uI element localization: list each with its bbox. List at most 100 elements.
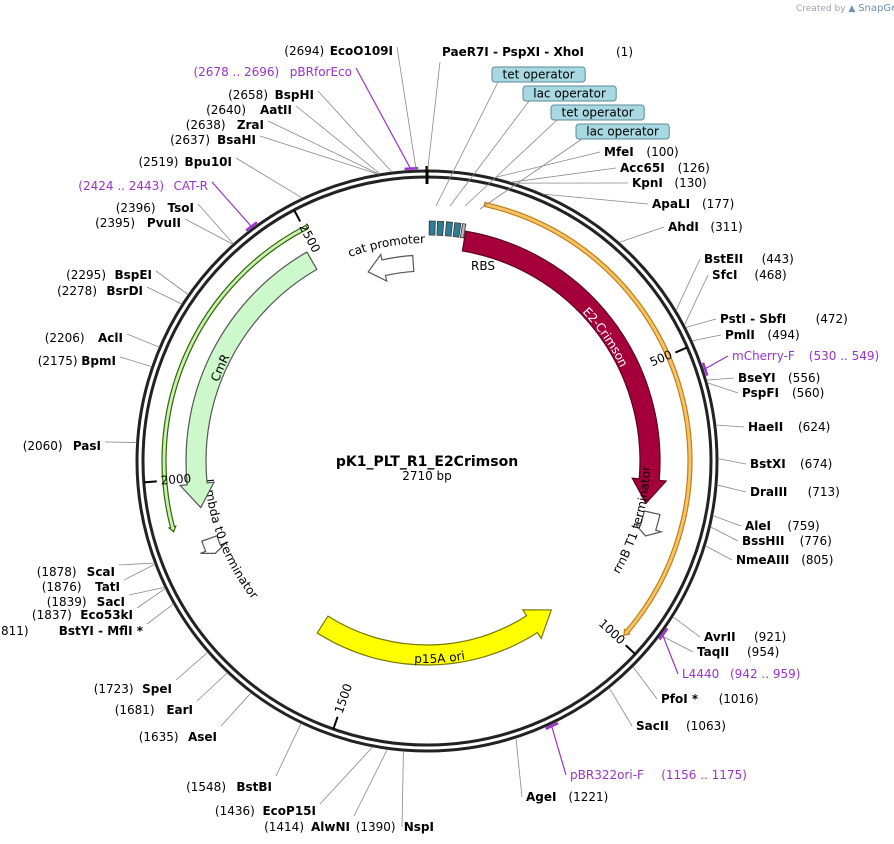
restriction-site[interactable]: AseI(1635) bbox=[139, 692, 252, 744]
restriction-site[interactable]: EcoO109I(2694) bbox=[284, 44, 417, 171]
site-name: EarI bbox=[166, 703, 193, 717]
restriction-site[interactable]: Bpu10I(2519) bbox=[138, 155, 303, 199]
feature-arrow bbox=[633, 510, 664, 537]
site-position: (759) bbox=[787, 519, 819, 533]
restriction-site[interactable]: BstXI(674) bbox=[717, 457, 832, 471]
restriction-site[interactable]: BstYI - MflI *(1811) bbox=[0, 603, 174, 638]
site-position: (942 .. 959) bbox=[730, 667, 800, 681]
tick-mark bbox=[332, 716, 339, 730]
brand-name: SnapGene bbox=[858, 3, 894, 14]
restriction-site[interactable]: BstEII(443) bbox=[675, 252, 794, 311]
restriction-site[interactable]: Eco53kI(1837) bbox=[32, 588, 166, 622]
site-position: (2519) bbox=[138, 155, 178, 169]
operator-leader bbox=[464, 119, 558, 207]
site-leader bbox=[119, 356, 152, 367]
restriction-site[interactable]: KpnI(130) bbox=[513, 176, 707, 190]
site-leader bbox=[685, 318, 717, 328]
feature-cat: cat promoter bbox=[346, 231, 425, 283]
restriction-site[interactable]: SacII(1063) bbox=[608, 687, 726, 733]
site-leader bbox=[146, 286, 183, 305]
restriction-site[interactable]: BseYI(556) bbox=[706, 371, 821, 385]
site-leader bbox=[672, 616, 701, 638]
site-position: (1839) bbox=[47, 595, 87, 609]
site-leader bbox=[510, 167, 617, 183]
restriction-site[interactable]: NspI(1390) bbox=[356, 751, 434, 834]
restriction-site[interactable]: PspFI(560) bbox=[707, 382, 824, 400]
site-name: NmeAIII bbox=[736, 553, 789, 567]
operator-box bbox=[444, 221, 453, 237]
restriction-site[interactable]: EarI(1681) bbox=[115, 672, 228, 717]
site-name: PaeR7I - PspXI - XhoI bbox=[442, 45, 584, 59]
site-leader bbox=[712, 515, 742, 527]
site-leader bbox=[211, 181, 254, 229]
restriction-site-top[interactable]: PaeR7I - PspXI - XhoI(1) bbox=[427, 45, 633, 171]
site-name: BstBI bbox=[236, 780, 272, 794]
site-leader bbox=[632, 666, 658, 700]
site-leader bbox=[118, 562, 155, 566]
site-leader bbox=[691, 334, 722, 342]
operator-label-box bbox=[575, 123, 670, 140]
primer-site[interactable]: CAT-R(2424 .. 2443) bbox=[78, 179, 258, 232]
site-position: (311) bbox=[710, 220, 742, 234]
site-labels: MfeI(100)Acc65I(126)KpnI(130) ApaLI(177) A… bbox=[0, 44, 879, 834]
restriction-site[interactable]: TaqII(954) bbox=[660, 634, 779, 659]
site-position: (1221) bbox=[568, 790, 608, 804]
operator-label: lac operator bbox=[586, 125, 659, 139]
restriction-site[interactable]: AleI(759) bbox=[712, 515, 820, 533]
restriction-site[interactable]: PasI(2060) bbox=[23, 439, 137, 453]
site-leader bbox=[717, 458, 747, 465]
site-position: (2424 .. 2443) bbox=[78, 179, 164, 193]
site-position: (1811) bbox=[0, 624, 29, 638]
site-name: TaqII bbox=[697, 645, 729, 659]
restriction-site[interactable]: ApaLI(177) bbox=[543, 193, 734, 211]
restriction-site[interactable]: PmlI(494) bbox=[691, 328, 800, 342]
site-name: HaeII bbox=[748, 420, 783, 434]
primer-site[interactable]: mCherry-F(530 .. 549) bbox=[701, 349, 879, 377]
feature-lambda: lambda t0 terminator bbox=[200, 478, 261, 601]
restriction-site[interactable]: AlwNI(1414) bbox=[264, 749, 388, 834]
primer-mark bbox=[658, 627, 669, 641]
restriction-site[interactable]: NmeAIII(805) bbox=[705, 545, 833, 567]
site-position: (2640) bbox=[206, 103, 246, 117]
restriction-site[interactable]: AatII(2640) bbox=[206, 103, 381, 175]
restriction-site[interactable]: PstI - SbfI(472) bbox=[685, 312, 848, 328]
site-leader bbox=[675, 258, 701, 311]
restriction-site[interactable]: BstBI(1548) bbox=[186, 723, 302, 794]
restriction-site[interactable]: AvrII(921) bbox=[672, 616, 786, 644]
site-leader bbox=[705, 545, 733, 561]
restriction-site[interactable]: AgeI(1221) bbox=[515, 738, 608, 804]
restriction-site[interactable]: BspHI(2658) bbox=[228, 88, 393, 173]
site-name: L4440 bbox=[682, 667, 719, 681]
restriction-site[interactable]: EcoP15I(1436) bbox=[215, 746, 373, 818]
restriction-site[interactable]: BsaHI(2637) bbox=[170, 133, 379, 175]
restriction-site[interactable]: AhdI(311) bbox=[618, 220, 743, 243]
restriction-site[interactable]: MfeI(100) bbox=[493, 145, 679, 179]
restriction-site[interactable]: AclI(2206) bbox=[45, 331, 160, 348]
primer-site[interactable]: L4440 (942 .. 959) bbox=[658, 627, 800, 681]
restriction-site[interactable]: SpeI(1723) bbox=[94, 652, 209, 696]
restriction-site[interactable]: PvuII(2395) bbox=[95, 216, 234, 245]
restriction-site[interactable]: Acc65I(126) bbox=[510, 161, 710, 183]
restriction-site[interactable]: HaeII(624) bbox=[715, 420, 831, 434]
restriction-site[interactable]: BpmI(2175) bbox=[38, 354, 152, 368]
primer-site[interactable]: pBR322ori-F(1156 .. 1175) bbox=[545, 721, 747, 782]
restriction-site[interactable]: DraIII(713) bbox=[716, 484, 840, 499]
restriction-site[interactable]: PfoI *(1016) bbox=[632, 666, 759, 706]
site-leader bbox=[353, 749, 388, 817]
restriction-site[interactable]: TsoI(2396) bbox=[116, 201, 234, 245]
restriction-site[interactable]: TatI(1876) bbox=[42, 563, 156, 594]
site-name: TsoI bbox=[168, 201, 194, 215]
restriction-site[interactable]: ZraI(2638) bbox=[186, 118, 379, 175]
restriction-site[interactable]: SacI(1839) bbox=[47, 586, 165, 609]
restriction-site[interactable]: ScaI(1878) bbox=[37, 562, 155, 579]
restriction-site[interactable]: SfcI(468) bbox=[683, 268, 787, 326]
restriction-site[interactable]: BspEI(2295) bbox=[66, 268, 189, 295]
restriction-site[interactable]: BssHII(776) bbox=[710, 526, 832, 548]
site-name: mCherry-F bbox=[732, 349, 795, 363]
site-leader bbox=[396, 46, 417, 171]
primer-site[interactable]: pBRforEco(2678 .. 2696) bbox=[193, 65, 419, 171]
site-leader bbox=[319, 746, 373, 805]
site-name: SpeI bbox=[142, 682, 172, 696]
restriction-site[interactable]: BsrDI(2278) bbox=[57, 284, 183, 305]
site-position: (100) bbox=[646, 145, 678, 159]
